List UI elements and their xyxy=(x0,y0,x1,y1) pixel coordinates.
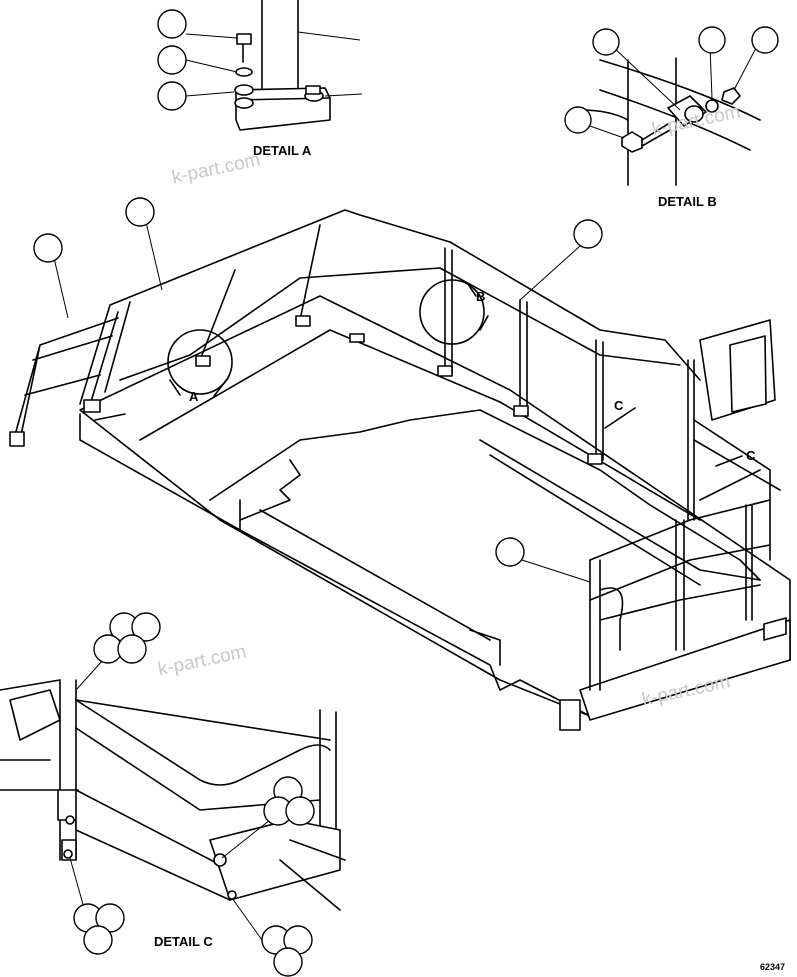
view-tag-c-1: C xyxy=(614,398,624,413)
view-tag-a: A xyxy=(189,389,199,404)
detail-c-drawing xyxy=(0,612,346,977)
detail-a-drawing xyxy=(157,0,363,131)
detail-a-caption: DETAIL A xyxy=(253,143,312,158)
drawing-number: 62347 xyxy=(760,962,786,972)
view-tag-b: B xyxy=(476,289,486,304)
detail-c-caption: DETAIL C xyxy=(154,934,213,949)
platform-assembly xyxy=(9,197,791,731)
detail-b-drawing xyxy=(564,26,779,186)
view-tag-c-2: C xyxy=(746,448,756,463)
detail-b-caption: DETAIL B xyxy=(658,194,717,209)
